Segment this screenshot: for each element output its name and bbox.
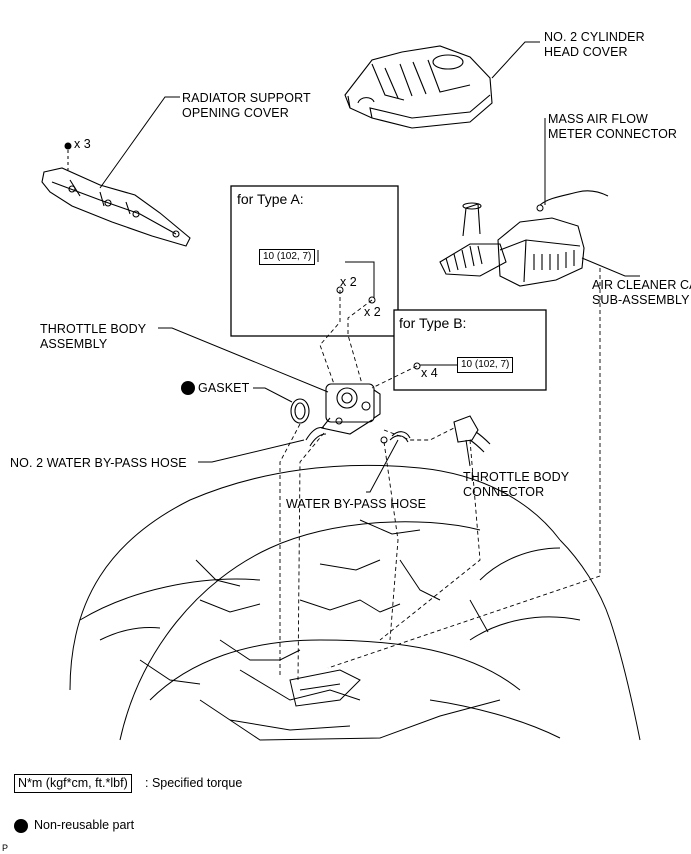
nonreusable-legend-dot [14, 819, 28, 833]
nonreusable-legend-text: Non-reusable part [34, 818, 135, 832]
rad-cover-leader [99, 96, 180, 189]
tb-leader [158, 327, 329, 393]
cyl-cover-leader [491, 41, 540, 79]
maf-cable [539, 190, 609, 206]
type-a-torque: 10 (102, 7) [259, 249, 316, 265]
type-a-nut-qty: x 2 [340, 275, 357, 289]
type-b-title: for Type B: [399, 315, 467, 331]
vehicle-drawing [69, 464, 641, 741]
hose-leader [366, 439, 399, 493]
corner-mark: P [2, 843, 9, 853]
torque-legend-key: N*m (kgf*cm, ft.*lbf) [14, 774, 132, 793]
tb-connector-drawing [453, 415, 491, 453]
throttle-body-drawing [321, 383, 381, 435]
type-a-box [230, 185, 399, 337]
rad-clip-qty: x 3 [74, 137, 91, 151]
gasket-leader [253, 387, 293, 403]
gasket-label: GASKET [198, 381, 250, 395]
air-cleaner-leader [581, 257, 640, 277]
water-hose2-label: NO. 2 WATER BY-PASS HOSE [10, 456, 187, 470]
gasket-drawing [290, 398, 310, 424]
type-b-torque: 10 (102, 7) [457, 357, 514, 373]
tb-connector-leader [465, 439, 471, 467]
type-b-box [393, 309, 547, 391]
torque-legend-text: : Specified torque [145, 776, 243, 790]
type-a-title: for Type A: [237, 191, 304, 207]
cylinder-head-cover-drawing [344, 45, 493, 129]
hose2-leader [198, 439, 305, 463]
air-cleaner-drawing [439, 202, 585, 287]
water-hose-label: WATER BY-PASS HOSE [286, 497, 427, 511]
hose2-drawing [305, 426, 327, 447]
type-a-bolt-qty: x 2 [364, 305, 381, 319]
type-b-qty: x 4 [421, 366, 438, 380]
radiator-cover-drawing [41, 167, 191, 247]
air-cleaner-label: AIR CLEANER CAPSUB-ASSEMBLY [592, 278, 691, 307]
gasket-nonreusable-mark [181, 381, 195, 395]
